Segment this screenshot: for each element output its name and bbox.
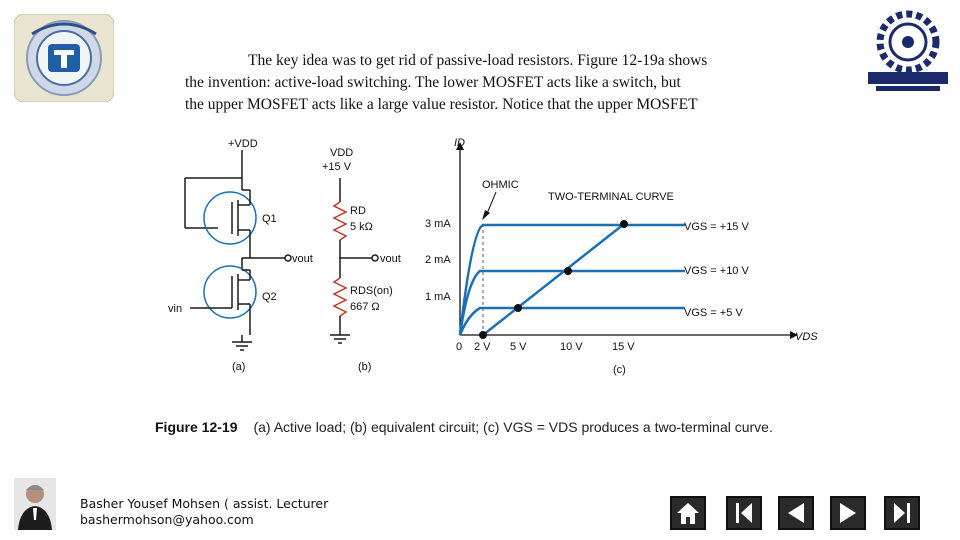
y-axis-label: ID [454, 137, 465, 149]
two-terminal-label: TWO-TERMINAL CURVE [548, 191, 674, 203]
figure-12-19: +VDD Q1 Q2 vout vin (a) VDD +15 V RD 5 k… [150, 130, 830, 420]
vdd-value: +15 V [322, 161, 352, 173]
x-tick: 0 [456, 341, 462, 353]
author-name: Basher Yousef Mohsen ( assist. Lecturer [80, 496, 329, 511]
author-email: bashermohson@yahoo.com [80, 512, 254, 527]
previous-icon [788, 503, 804, 523]
vout-label-b: vout [380, 253, 401, 265]
next-icon [840, 503, 856, 523]
college-logo [866, 8, 950, 94]
body-paragraph: The key idea was to get rid of passive-l… [185, 50, 765, 116]
panel-c-label: (c) [613, 364, 626, 376]
paragraph-line: the invention: active-load switching. Th… [185, 74, 681, 91]
vdd-label-b: VDD [330, 147, 353, 159]
figure-number: Figure 12-19 [155, 419, 238, 435]
home-icon [677, 503, 699, 524]
y-tick: 2 mA [425, 254, 451, 266]
caption-text: (a) Active load; (b) equivalent circuit;… [253, 419, 773, 435]
paragraph-line: the upper MOSFET acts like a large value… [185, 96, 698, 113]
last-icon [894, 503, 910, 523]
rd-value: 5 kΩ [350, 221, 373, 233]
next-slide-button[interactable] [830, 496, 866, 530]
vdd-label-a: +VDD [228, 138, 258, 150]
author-avatar [14, 478, 56, 530]
equivalent-circuit [330, 178, 379, 344]
vout-label-a: vout [292, 253, 313, 265]
q1-label: Q1 [262, 213, 277, 225]
first-icon [736, 503, 752, 523]
active-load-circuit [184, 150, 292, 351]
curve-label: VGS = +10 V [684, 265, 749, 277]
vin-label: vin [168, 303, 182, 315]
rds-value: 667 Ω [350, 301, 380, 313]
drain-curves-graph [456, 142, 798, 339]
home-button[interactable] [670, 496, 706, 530]
university-logo [13, 13, 115, 103]
ohmic-label: OHMIC [482, 179, 519, 191]
curve-label: VGS = +15 V [684, 221, 749, 233]
x-tick: 5 V [510, 341, 527, 353]
y-tick: 3 mA [425, 218, 451, 230]
paragraph-line: The key idea was to get rid of passive-l… [248, 52, 708, 69]
q2-label: Q2 [262, 291, 277, 303]
figure-caption: Figure 12-19 (a) Active load; (b) equival… [155, 419, 773, 435]
curve-label: VGS = +5 V [684, 307, 743, 319]
rd-label: RD [350, 205, 366, 217]
x-tick: 15 V [612, 341, 635, 353]
x-tick: 10 V [560, 341, 583, 353]
x-tick: 2 V [474, 341, 491, 353]
panel-a-label: (a) [232, 361, 245, 373]
y-tick: 1 mA [425, 291, 451, 303]
x-axis-label: VDS [795, 331, 818, 343]
last-slide-button[interactable] [884, 496, 920, 530]
author-info: Basher Yousef Mohsen ( assist. Lecturer … [80, 496, 328, 528]
rds-label: RDS(on) [350, 285, 393, 297]
first-slide-button[interactable] [726, 496, 762, 530]
panel-b-label: (b) [358, 361, 371, 373]
previous-slide-button[interactable] [778, 496, 814, 530]
